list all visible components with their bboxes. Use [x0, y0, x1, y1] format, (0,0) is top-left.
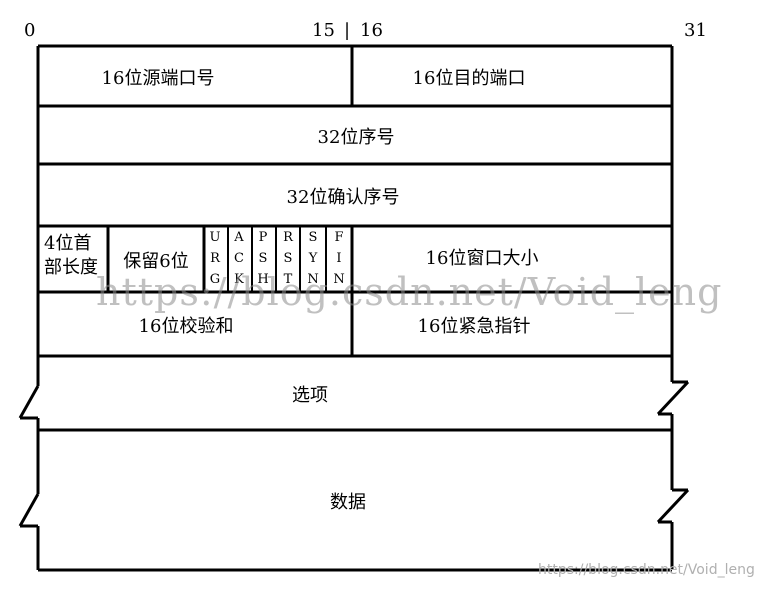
flag-psh: P S H	[257, 230, 269, 287]
break-right-1b	[656, 380, 690, 416]
field-header-length: 4位首 部长度	[44, 232, 98, 280]
break-right-2b	[656, 488, 690, 524]
bit-label-31: 31	[684, 20, 707, 41]
break-left-2a	[18, 493, 40, 527]
field-source-port: 16位源端口号	[101, 68, 215, 89]
header-length-line-2: 部长度	[44, 257, 98, 278]
field-data: 数据	[330, 492, 366, 513]
bit-label-15: 15	[312, 20, 335, 41]
field-window-size: 16位窗口大小	[425, 248, 539, 269]
bit-label-16: 16	[360, 20, 383, 41]
flag-urg: U R G	[209, 230, 221, 287]
field-urgent-pointer: 16位紧急指针	[417, 316, 531, 337]
break-left-1a	[18, 385, 40, 419]
field-destination-port: 16位目的端口	[412, 68, 526, 89]
flag-rst: R S T	[283, 230, 293, 287]
bit-label-separator: |	[344, 20, 351, 41]
flag-syn: S Y N	[307, 230, 319, 287]
field-sequence-number: 32位序号	[317, 127, 395, 148]
bit-label-0: 0	[24, 20, 36, 41]
flag-fin: F I N	[333, 230, 345, 287]
field-reserved: 保留6位	[123, 251, 189, 272]
field-ack-number: 32位确认序号	[286, 187, 400, 208]
field-checksum: 16位校验和	[138, 316, 234, 337]
watermark-main: https://blog.csdn.net/Void_leng	[96, 270, 723, 314]
header-length-line-1: 4位首	[44, 233, 92, 254]
field-options: 选项	[292, 385, 328, 406]
flag-ack: A C K	[234, 230, 244, 287]
watermark-corner: https://blog.csdn.net/Void_leng	[538, 562, 755, 578]
